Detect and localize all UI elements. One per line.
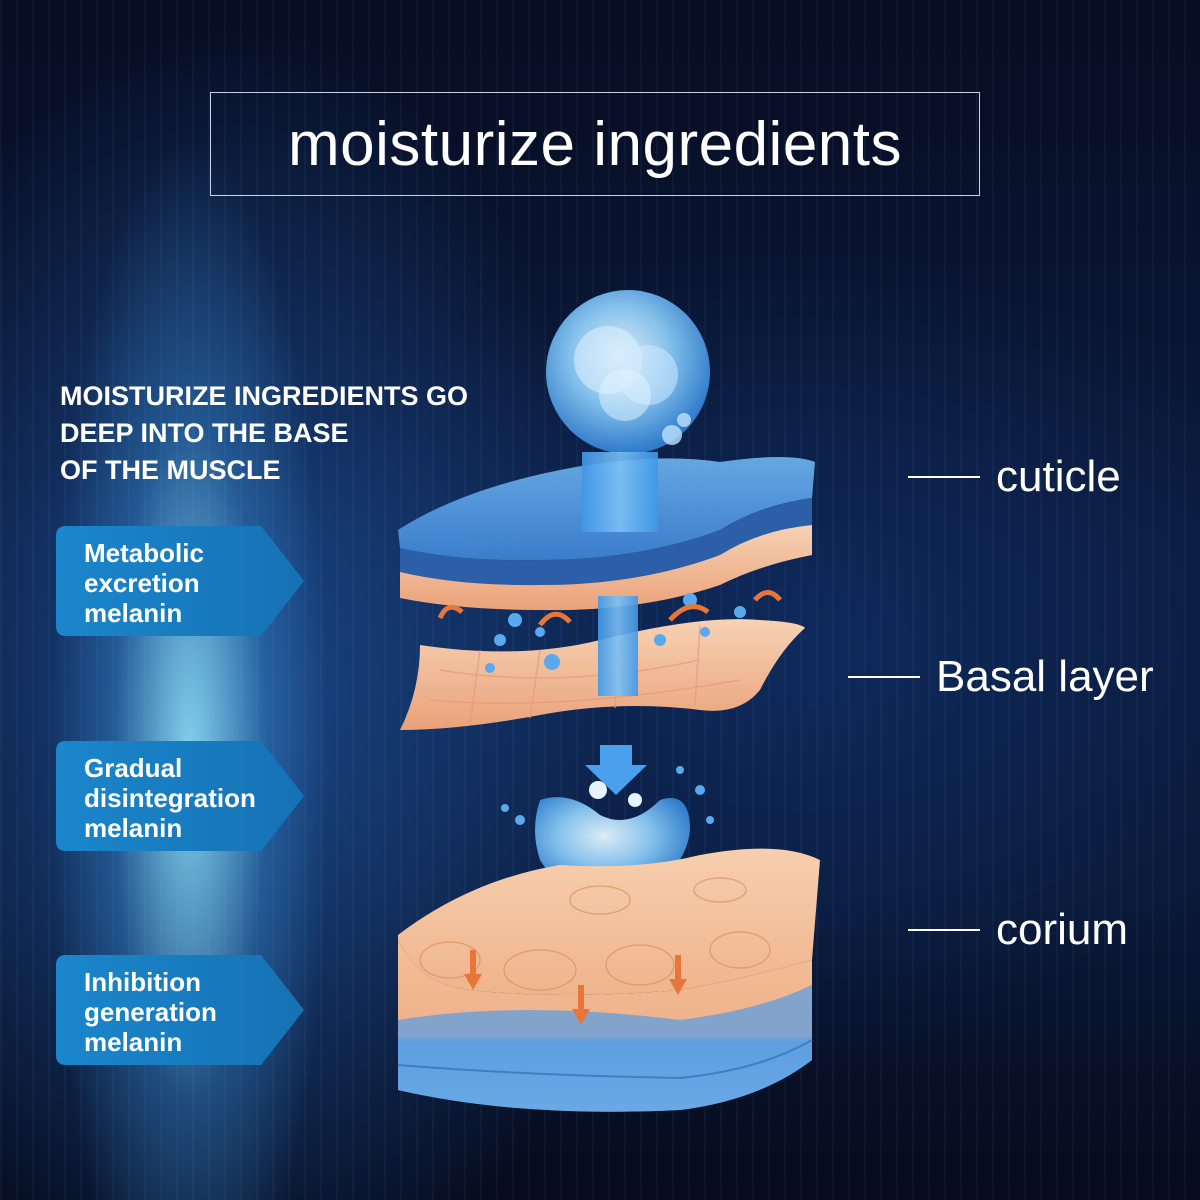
cuticle-layer (398, 452, 815, 611)
tag-line: generation (84, 997, 217, 1027)
down-arrow-icon (585, 745, 647, 795)
headline-line: MOISTURIZE INGREDIENTS GO (60, 381, 469, 411)
tag-line: excretion (84, 568, 200, 598)
tag-arrow-shape (56, 955, 304, 1065)
curved-arrow-icons (437, 590, 782, 627)
headline: MOISTURIZE INGREDIENTS GO DEEP INTO THE … (60, 378, 520, 489)
tag-arrow-shape (56, 741, 304, 851)
label-dash (908, 929, 980, 931)
basal-layer (400, 596, 805, 730)
label-corium-text: corium (996, 905, 1129, 954)
label-dash (848, 676, 920, 678)
headline-line: DEEP INTO THE BASE (60, 418, 349, 448)
label-basal-text: Basal layer (936, 652, 1154, 701)
tag-line: melanin (84, 813, 183, 843)
down-arrow-small-icons (464, 950, 687, 1025)
water-bubbles (485, 593, 746, 825)
benefit-tag-inhibition: Inhibition generation melanin (56, 955, 306, 1065)
corium-layer (397, 848, 820, 1112)
title-frame: moisturize ingredients (210, 92, 980, 196)
tag-line: disintegration (84, 783, 256, 813)
tag-line: melanin (84, 1027, 183, 1057)
label-cuticle: cuticle (908, 452, 1121, 502)
benefit-tag-metabolic: Metabolic excretion melanin (56, 526, 306, 636)
tag-line: melanin (84, 598, 183, 628)
label-corium: corium (908, 905, 1128, 955)
benefit-tag-gradual: Gradual disintegration melanin (56, 741, 306, 851)
tag-line: Gradual (84, 753, 183, 783)
tag-line: Metabolic (84, 538, 204, 568)
label-dash (908, 476, 980, 478)
headline-line: OF THE MUSCLE (60, 455, 281, 485)
page-title: moisturize ingredients (287, 109, 903, 179)
molecule-droplet (546, 290, 710, 454)
tag-line: Inhibition (84, 967, 201, 997)
label-cuticle-text: cuticle (996, 452, 1121, 501)
tag-arrow-shape (56, 526, 304, 636)
label-basal-layer: Basal layer (848, 652, 1154, 702)
